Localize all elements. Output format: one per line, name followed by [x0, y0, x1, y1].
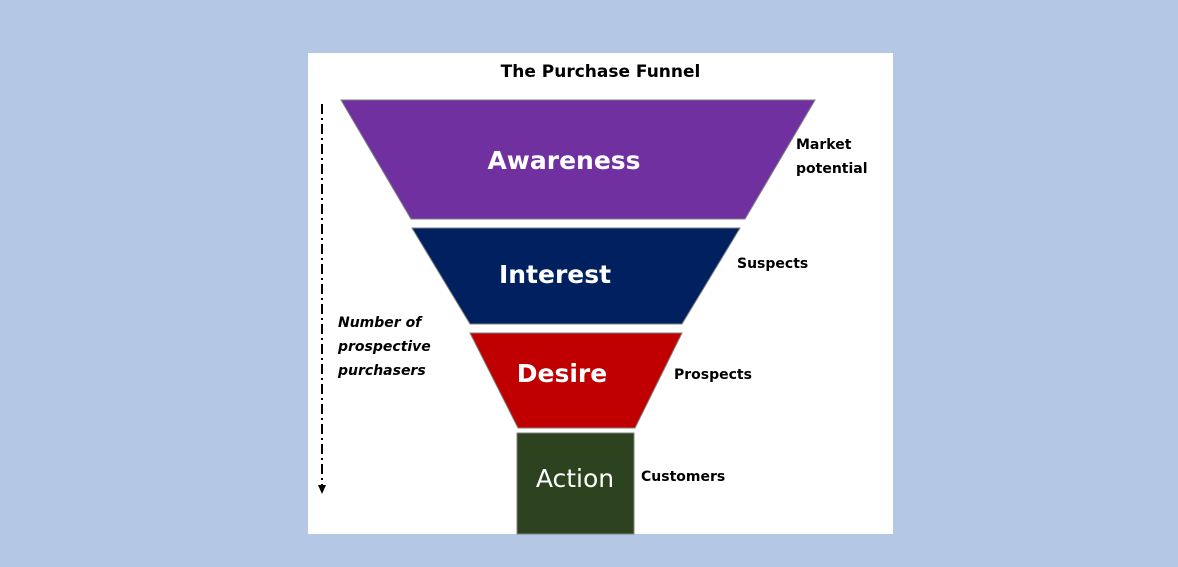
axis-label-line-2: prospective: [338, 339, 431, 355]
audience-awareness-line-2: potential: [796, 161, 868, 177]
stage-action-shape: [516, 432, 635, 535]
funnel-diagram: Awareness Interest Desire Action: [318, 99, 816, 535]
stage-action-label: Action: [536, 464, 614, 493]
funnel-panel: The Purchase Funnel Awareness Interest D…: [308, 53, 893, 535]
audience-awareness-line-1: Market: [796, 137, 852, 153]
audience-awareness: Market potential: [796, 133, 868, 181]
diagram-title: The Purchase Funnel: [500, 62, 701, 82]
stage-desire-shape: [469, 332, 683, 429]
stage-interest-label: Interest: [499, 260, 611, 289]
axis-label-line-3: purchasers: [338, 363, 426, 379]
audience-desire: Prospects: [674, 367, 752, 383]
stage-interest-shape: [411, 227, 741, 325]
audience-interest: Suspects: [737, 256, 809, 272]
audience-action: Customers: [641, 469, 726, 485]
axis-label-line-1: Number of: [338, 315, 422, 331]
stage-awareness-label: Awareness: [487, 146, 640, 175]
dash-dot-down-arrow-icon: [318, 104, 326, 494]
stage-desire-label: Desire: [517, 359, 607, 388]
axis-label: Number of prospective purchasers: [338, 311, 431, 383]
stage-awareness-shape: [340, 99, 816, 220]
